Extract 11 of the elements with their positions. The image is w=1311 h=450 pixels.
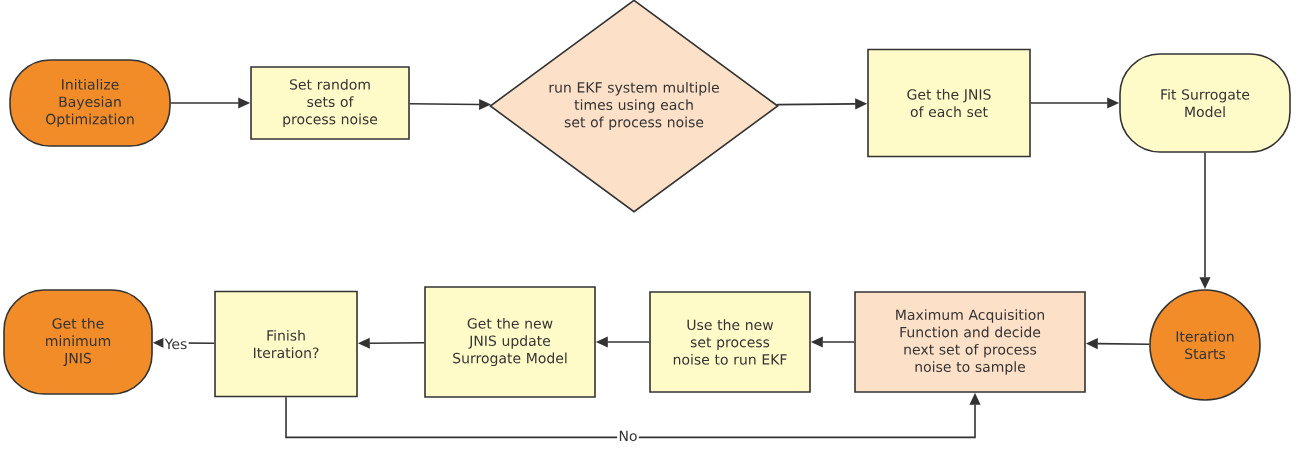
edge-label: No (617, 429, 639, 443)
terminal-box: Initialize Bayesian Optimization (9, 59, 171, 147)
process-box: Use the new set process noise to run EKF (649, 291, 811, 393)
edge-label: Yes (163, 337, 189, 351)
terminal-box: Fit Surrogate Model (1119, 53, 1291, 153)
process-box: Set random sets of process noise (250, 66, 410, 140)
process-box: Finish Iteration? (214, 290, 358, 398)
process-box: Get the new JNIS update Surrogate Model (424, 286, 596, 398)
process-box: Get the JNIS of each set (867, 48, 1031, 158)
process-box: Maximum Acquisition Function and decide next set of process noise to sample (854, 291, 1086, 393)
terminal-box: Get the minimum JNIS (3, 289, 153, 395)
